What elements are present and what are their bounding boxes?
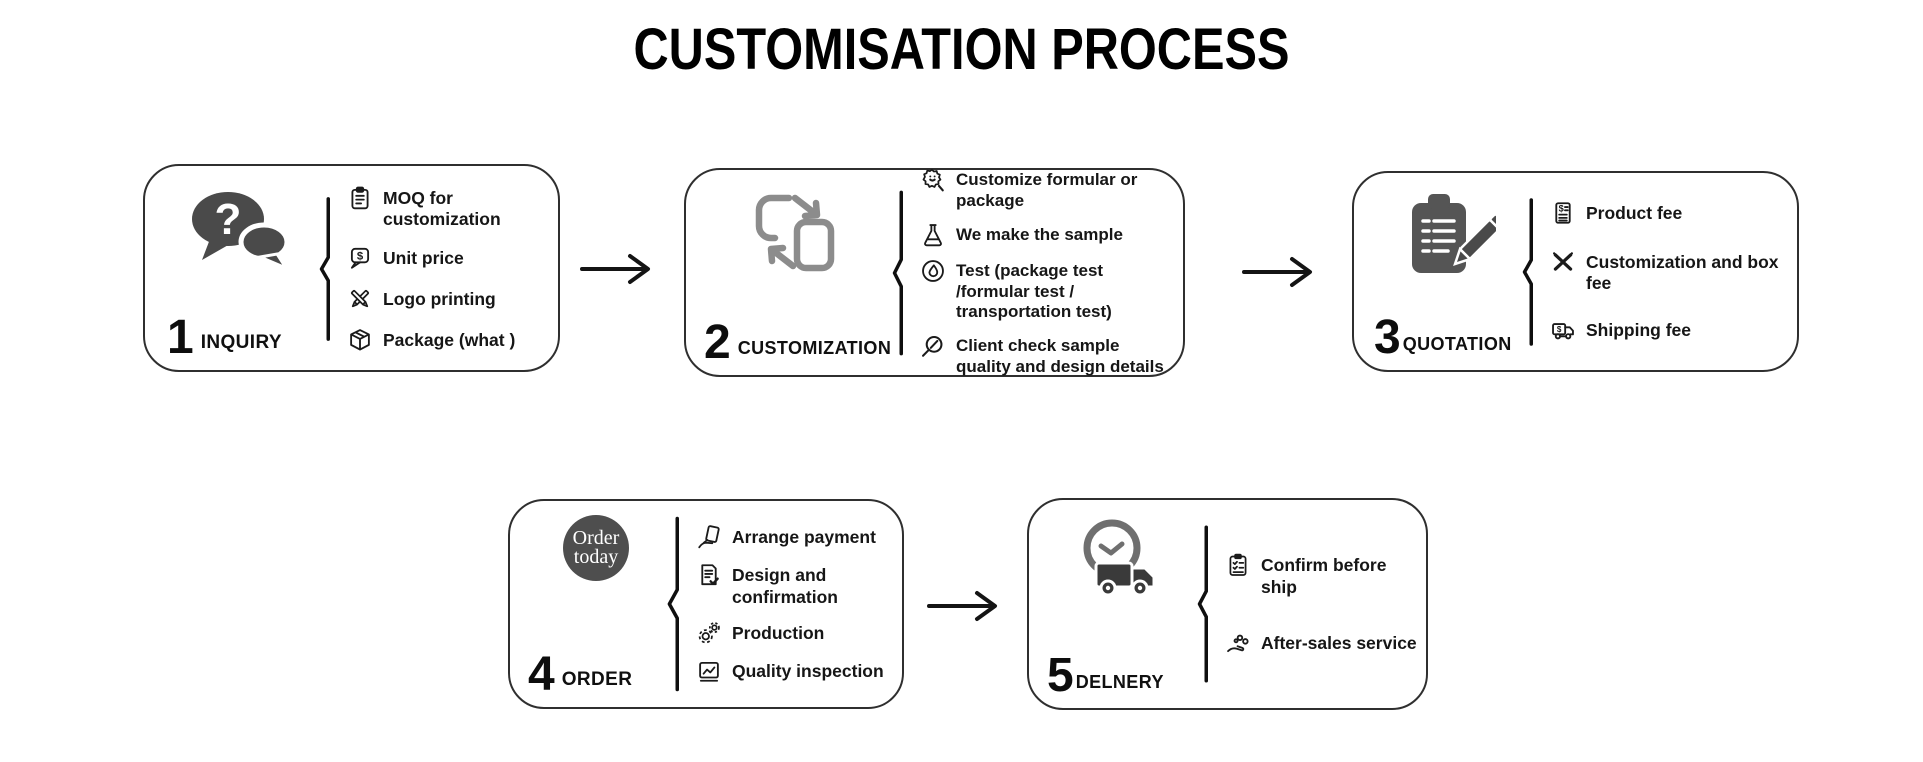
step-number: 5: [1047, 648, 1074, 702]
step-number: 2: [704, 315, 731, 369]
step5-left-zone: 5 DELNERY: [1045, 512, 1195, 702]
item-text: Customize formular or package: [956, 170, 1138, 211]
step1-items: MOQ for customization Unit price Logo pr…: [335, 180, 548, 358]
list-item: Logo printing: [347, 286, 548, 312]
package-box-icon: [350, 329, 370, 351]
step-label: INQUIRY: [200, 332, 282, 353]
list-item: Test (package test /formular test / tran…: [920, 258, 1175, 323]
dollar-bubble-icon: [350, 248, 370, 270]
brace-divider: [1195, 524, 1213, 684]
chart-box-icon: [699, 661, 719, 682]
item-text: Unit price: [383, 248, 464, 269]
step-label: ORDER: [561, 669, 633, 690]
list-item: Production: [696, 620, 894, 646]
step-box-delivery: 5 DELNERY Confirm before ship After-sale…: [1027, 498, 1428, 710]
step2-left-zone: 2 CUSTOMIZATION: [702, 182, 892, 369]
arrow-right-icon: [580, 254, 650, 284]
brace-divider: [1520, 197, 1538, 347]
step4-items: Arrange payment Design and confirmation …: [684, 513, 894, 695]
list-item: Arrange payment: [696, 524, 894, 550]
magnifier-icon: [922, 336, 943, 357]
page-title: CUSTOMISATION PROCESS: [633, 17, 1290, 82]
list-item: After-sales service: [1225, 630, 1418, 656]
item-text: Logo printing: [383, 289, 496, 310]
flask-icon: [924, 224, 942, 247]
seal-magnifier-icon: [922, 169, 944, 192]
brace-divider: [317, 196, 335, 342]
list-item: Quality inspection: [696, 658, 894, 684]
page-title-wrap: CUSTOMISATION PROCESS: [0, 16, 1923, 83]
step-box-customization: 2 CUSTOMIZATION Customize formular or pa…: [684, 168, 1185, 377]
gears-icon: [698, 622, 720, 644]
item-text: Client check sample quality and design d…: [956, 336, 1164, 376]
list-item: Product fee: [1550, 200, 1789, 226]
clock-truck-icon: [1083, 519, 1156, 597]
list-item: Design and confirmation: [696, 562, 894, 608]
step-box-inquiry: ? 1 INQUIRY MOQ for customization Unit p…: [143, 164, 560, 372]
brace-divider: [666, 515, 684, 693]
hand-coins-icon: [1227, 634, 1249, 652]
item-text: Test (package test /formular test / tran…: [956, 260, 1112, 322]
list-item: We make the sample: [920, 222, 1175, 248]
arrow-right-icon: [1242, 257, 1312, 287]
step3-left-zone: 3 QUOTATION: [1372, 185, 1520, 364]
step-label: CUSTOMIZATION: [737, 338, 892, 358]
step-box-order: Order today 4 ORDER Arrange payment Desi…: [508, 499, 904, 709]
item-text: Quality inspection: [732, 660, 884, 681]
item-text: After-sales service: [1261, 632, 1417, 653]
step-number: 4: [528, 647, 555, 701]
arrow-right-icon: [927, 591, 997, 621]
list-item: Client check sample quality and design d…: [920, 333, 1175, 377]
checklist-icon: [1229, 553, 1247, 576]
step2-items: Customize formular or package We make th…: [908, 169, 1175, 376]
step1-left-zone: ? 1 INQUIRY: [165, 180, 317, 364]
item-text: We make the sample: [956, 224, 1123, 244]
brace-divider: [890, 189, 908, 357]
step-label: DELNERY: [1075, 672, 1164, 692]
order-circle-line2: today: [573, 546, 619, 568]
list-item: Package (what ): [347, 327, 548, 353]
item-text: Shipping fee: [1586, 320, 1691, 341]
question-bubbles-icon: ?: [192, 192, 290, 272]
item-text: Arrange payment: [732, 527, 876, 548]
step4-left-zone: Order today 4 ORDER: [526, 513, 666, 701]
item-text: Design and confirmation: [732, 565, 838, 607]
list-item: Confirm before ship: [1225, 552, 1418, 598]
svg-text:?: ?: [215, 195, 242, 244]
item-text: Customization and box fee: [1586, 251, 1779, 293]
list-item: MOQ for customization: [347, 185, 548, 231]
invoice-dollar-icon: [1555, 201, 1571, 224]
step5-items: Confirm before ship After-sales service: [1213, 512, 1418, 696]
item-text: MOQ for customization: [383, 187, 501, 229]
clipboard-pencil-icon: [1412, 194, 1496, 273]
crossed-pencils-icon: [350, 289, 370, 309]
list-item: Customization and box fee: [1550, 249, 1789, 295]
exchange-icon: [755, 194, 835, 272]
truck-dollar-icon: [1552, 323, 1574, 340]
step-number: 1: [167, 310, 194, 364]
order-circle-line1: Order: [572, 527, 620, 549]
item-text: Package (what ): [383, 330, 516, 351]
step-box-quotation: 3 QUOTATION Product fee Customization an…: [1352, 171, 1799, 372]
list-item: Shipping fee: [1550, 317, 1789, 343]
crossed-tools-icon: [1552, 251, 1574, 271]
item-text: Confirm before ship: [1261, 555, 1387, 597]
document-check-icon: [701, 564, 719, 586]
step-number: 3: [1374, 310, 1401, 364]
step3-items: Product fee Customization and box fee Sh…: [1538, 185, 1789, 358]
clipboard-icon: [351, 186, 369, 209]
order-today-circle: Order today: [563, 515, 629, 581]
step-label: QUOTATION: [1402, 334, 1512, 354]
droplet-gauge-icon: [922, 260, 944, 282]
list-item: Unit price: [347, 245, 548, 271]
item-text: Product fee: [1586, 202, 1683, 223]
hand-card-icon: [698, 525, 720, 549]
list-item: Customize formular or package: [920, 167, 1175, 211]
item-text: Production: [732, 622, 825, 643]
